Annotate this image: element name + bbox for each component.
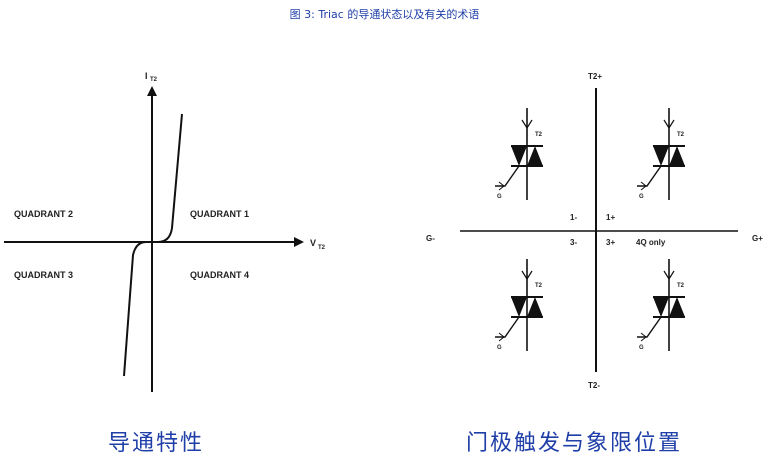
x-axis-sub: T2 [318,245,326,251]
t2-terminal-label: T2 [677,283,685,289]
t2-minus-label: T2- [588,381,600,390]
triac-diagrams: I T2 V T2 QUADRANT 2 QUADRANT 1 QUADRANT… [4,71,763,392]
quadrant-1-label: QUADRANT 1 [190,209,249,219]
quadrant-1-plus-label: 1+ [606,213,615,222]
g-plus-label: G+ [752,234,763,243]
gate-terminal-label: G [639,345,644,351]
quadrant-3-plus-label: 3+ [606,238,615,247]
quadrant-2-label: QUADRANT 2 [14,209,73,219]
x-axis-label: V [310,238,316,248]
quadrant-3-minus-label: 3- [570,238,577,247]
conduction-curve [123,113,183,377]
triac-symbol-upper-right: T2 G [636,107,686,201]
triac-symbol-upper-left: T2 G [494,107,544,201]
g-minus-label: G- [426,234,435,243]
t2-terminal-label: T2 [677,132,685,138]
conduction-characteristic-caption: 导通特性 [108,431,205,456]
gate-terminal-label: G [639,194,644,200]
triac-symbol-lower-right: T2 G [636,258,686,352]
y-axis-sub: T2 [150,77,158,83]
t2-terminal-label: T2 [535,132,543,138]
triac-symbol-lower-left: T2 G [494,258,544,352]
t2-terminal-label: T2 [535,283,543,289]
quadrant-1-minus-label: 1- [570,213,577,222]
gate-trigger-quadrant-diagram: T2+ T2- G- G+ 1- 1+ 3- 3+ 4Q only T2 G T… [426,72,763,390]
conduction-characteristic-diagram: I T2 V T2 QUADRANT 2 QUADRANT 1 QUADRANT… [4,71,326,392]
quadrant-3-label: QUADRANT 3 [14,270,73,280]
quadrant-4-label: QUADRANT 4 [190,270,249,280]
y-axis-label: I [145,71,148,81]
gate-trigger-caption: 门极触发与象限位置 [466,431,683,456]
four-quadrant-only-label: 4Q only [636,238,666,247]
gate-terminal-label: G [497,345,502,351]
figure-caption: 图 3: Triac 的导通状态以及有关的术语 [289,8,480,21]
t2-plus-label: T2+ [588,72,602,81]
gate-terminal-label: G [497,194,502,200]
